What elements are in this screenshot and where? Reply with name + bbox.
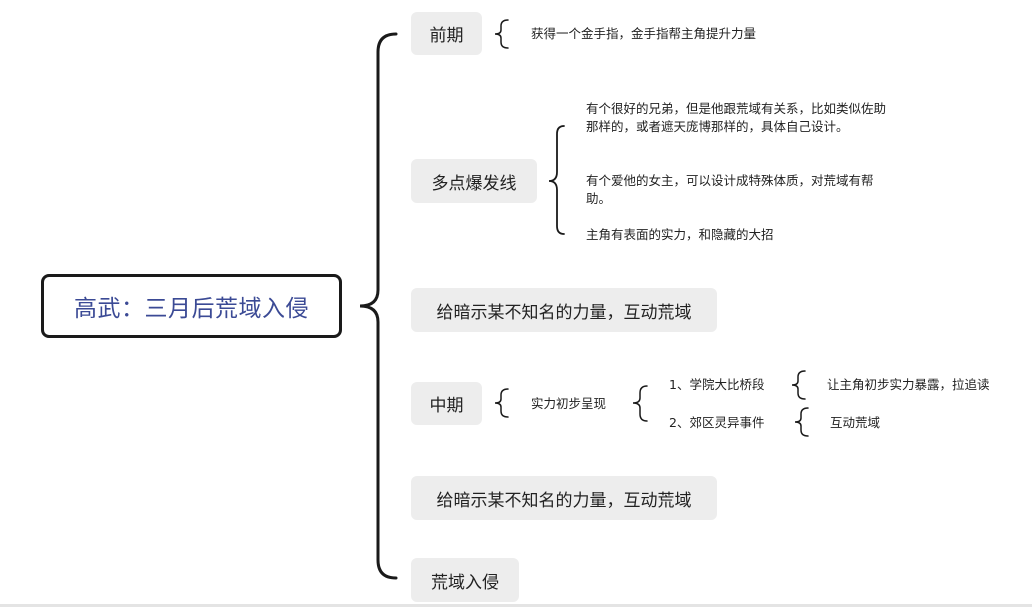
topic-hint-unknown-power[interactable]: 给暗示某不知名的力量，互动荒域 [411, 288, 717, 332]
subtopic-heroine[interactable]: 有个爱他的女主，可以设计成特殊体质，对荒域有帮助。 [586, 173, 874, 206]
brace-icon [494, 388, 509, 418]
horizontal-scrollbar-edge [0, 604, 1032, 607]
topic-hint-unknown-power-2[interactable]: 给暗示某不知名的力量，互动荒域 [411, 476, 717, 520]
subtopic-reveal-power[interactable]: 让主角初步实力暴露，拉追读 [827, 377, 990, 392]
topic-wildland-invasion[interactable]: 荒域入侵 [411, 558, 519, 602]
brace-icon [494, 19, 509, 49]
root-topic[interactable]: 高武：三月后荒域入侵 [41, 274, 342, 338]
topic-label: 给暗示某不知名的力量，互动荒域 [436, 302, 692, 323]
topic-label: 前期 [429, 26, 464, 46]
topic-label: 中期 [429, 396, 464, 416]
subtopic-academy-contest[interactable]: 1、学院大比桥段 [669, 377, 765, 392]
topic-mid-stage[interactable]: 中期 [411, 382, 482, 425]
subtopic-hidden-power[interactable]: 主角有表面的实力，和隐藏的大招 [586, 227, 774, 242]
subtopic-initial-power[interactable]: 实力初步呈现 [531, 396, 607, 411]
topic-early-stage[interactable]: 前期 [411, 12, 482, 55]
subtopic-brother[interactable]: 有个很好的兄弟，但是他跟荒域有关系，比如类似佐助那样的，或者遮天庞博那样的，具体… [586, 101, 887, 134]
topic-multi-point-lines[interactable]: 多点爆发线 [411, 159, 537, 203]
topic-label: 多点爆发线 [431, 173, 517, 194]
root-topic-label: 高武：三月后荒域入侵 [74, 296, 309, 322]
subtopic-golden-finger[interactable]: 获得一个金手指，金手指帮主角提升力量 [531, 26, 757, 41]
subtopic-suburb-incident[interactable]: 2、郊区灵异事件 [669, 415, 765, 430]
topic-label: 荒域入侵 [431, 572, 499, 593]
main-brace-icon [359, 32, 398, 580]
brace-icon [632, 385, 648, 422]
brace-icon [791, 370, 806, 400]
brace-icon [548, 125, 565, 235]
brace-icon [794, 407, 809, 437]
topic-label: 给暗示某不知名的力量，互动荒域 [436, 490, 692, 511]
subtopic-interact-wildland[interactable]: 互动荒域 [830, 415, 881, 430]
